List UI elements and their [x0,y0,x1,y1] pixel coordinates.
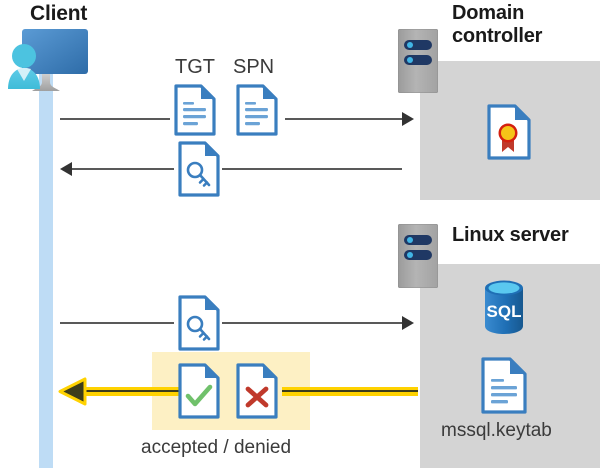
client-title: Client [30,2,88,25]
flow1-line-right [285,118,402,120]
denied-document-icon [236,363,278,419]
tgt-label: TGT [175,56,215,78]
flow3-line-left [60,322,174,324]
flow4-arrowhead [58,377,88,411]
flow1-line-left [60,118,170,120]
client-lifeline [39,68,53,468]
linux-server-title: Linux server [452,224,569,246]
flow2-line-left [72,168,174,170]
domain-controller-title: Domain controller [452,2,543,48]
keytab-label: mssql.keytab [441,420,552,441]
sql-label: SQL [487,302,522,321]
flow2-line-right [222,168,402,170]
sql-database-icon: SQL [478,278,530,336]
tgt-document-icon [174,84,216,136]
certificate-document-icon [487,104,531,160]
flow3-arrowhead [402,316,414,330]
accepted-document-icon [178,363,220,419]
keytab-document-icon [481,357,527,414]
flow3-line-right [222,322,402,324]
flow4-line-right [282,387,418,396]
flow2-arrowhead [60,162,72,176]
domain-controller-rack-icon [398,29,438,93]
spn-document-icon [236,84,278,136]
flow1-arrowhead [402,112,414,126]
linux-server-rack-icon [398,224,438,288]
present-ticket-key-document-icon [178,295,220,351]
decision-label: accepted / denied [141,437,292,458]
user-computer-icon [4,26,90,98]
spn-label: SPN [233,56,275,78]
flow4-line-left [72,387,180,396]
service-ticket-key-document-icon [178,141,220,197]
